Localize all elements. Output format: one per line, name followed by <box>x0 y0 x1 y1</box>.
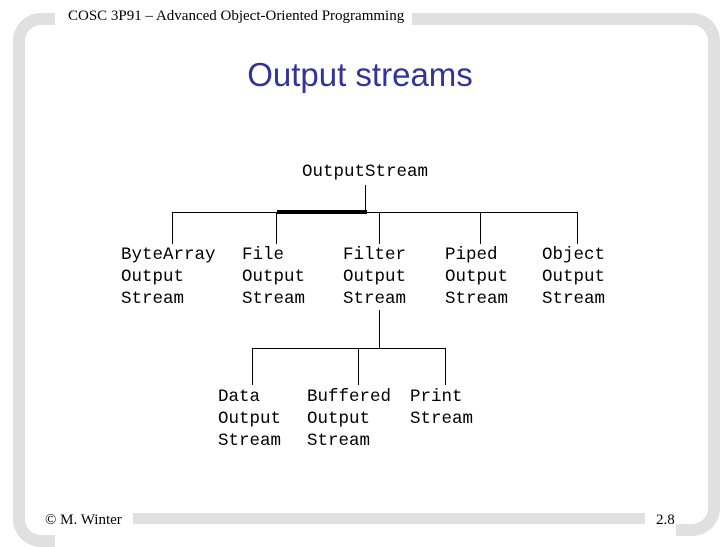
connector-drop-object <box>577 212 578 244</box>
slide-header: COSC 3P91 – Advanced Object-Oriented Pro… <box>68 8 405 24</box>
connector-drop-bytearray <box>172 212 173 244</box>
tree-node-print-stream: Print Stream <box>410 387 474 429</box>
tree-node-file-output-stream: File Output Stream <box>242 245 306 309</box>
tree-node-data-output-stream: Data Output Stream <box>218 387 282 451</box>
connector-drop-print <box>445 348 446 385</box>
page-number: 2.8 <box>656 512 675 528</box>
connector-drop-filter <box>379 212 380 244</box>
connector-level1-rail-thick-segment <box>277 210 367 214</box>
connector-level2-rail <box>252 348 446 349</box>
tree-node-outputstream: OutputStream <box>302 162 429 182</box>
tree-node-buffered-output-stream: Buffered Output Stream <box>307 387 392 451</box>
connector-drop-piped <box>480 212 481 244</box>
tree-node-bytearray-output-stream: ByteArray Output Stream <box>121 245 216 309</box>
connector-root-stem <box>365 185 366 212</box>
tree-node-filter-output-stream: Filter Output Stream <box>343 245 407 309</box>
page-title: Output streams <box>247 56 473 93</box>
frame-top-right-bracket <box>412 13 720 503</box>
connector-drop-data <box>252 348 253 385</box>
footer-author: © M. Winter <box>45 512 122 528</box>
tree-node-piped-output-stream: Piped Output Stream <box>445 245 509 309</box>
tree-node-object-output-stream: Object Output Stream <box>542 245 606 309</box>
frame-bottom-right-corner <box>676 478 720 536</box>
frame-bottom-bar <box>133 513 645 524</box>
connector-drop-file <box>276 212 277 244</box>
connector-filter-stem <box>379 310 380 348</box>
connector-level1-rail <box>172 212 578 213</box>
connector-drop-buffered <box>358 348 359 385</box>
